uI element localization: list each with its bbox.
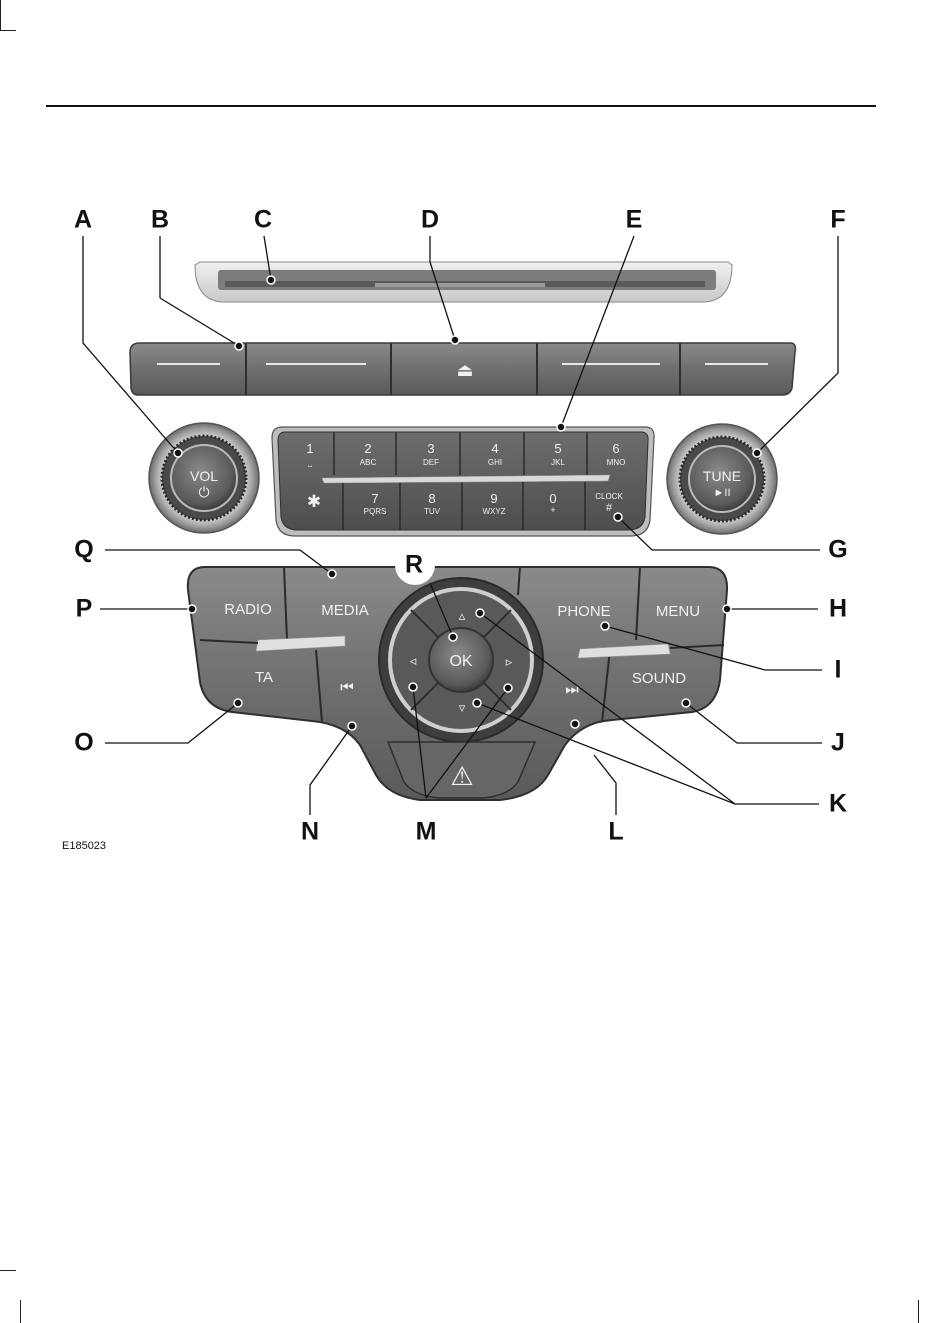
callout-n: N xyxy=(301,820,319,845)
key-6-letters: MNO xyxy=(607,458,626,467)
callout-o: O xyxy=(74,731,93,756)
nav-down-icon[interactable]: ▿ xyxy=(459,700,466,715)
volume-knob-label: VOL xyxy=(190,468,218,484)
ok-button[interactable]: OK xyxy=(449,653,472,670)
callout-f: F xyxy=(830,208,845,233)
callout-e: E xyxy=(626,208,643,233)
key-5-digit[interactable]: 5 xyxy=(554,441,561,456)
ta-button[interactable]: TA xyxy=(255,669,273,686)
key-7-digit[interactable]: 7 xyxy=(371,491,378,506)
callout-g: G xyxy=(828,538,847,563)
menu-button[interactable]: MENU xyxy=(656,603,700,620)
key-clock-label: CLOCK xyxy=(595,492,623,501)
media-button[interactable]: MEDIA xyxy=(321,602,369,619)
key-star[interactable]: ✱ xyxy=(307,492,321,511)
key-2-digit[interactable]: 2 xyxy=(364,441,371,456)
callout-c: C xyxy=(254,208,272,233)
key-9-letters: WXYZ xyxy=(482,507,505,516)
callout-b: B xyxy=(151,208,169,233)
callout-k: K xyxy=(829,792,847,817)
key-1-letters: ⎵ xyxy=(308,457,312,467)
callout-h: H xyxy=(829,597,847,622)
key-1-digit[interactable]: 1 xyxy=(306,441,313,456)
phone-button[interactable]: PHONE xyxy=(557,603,610,620)
callout-d: D xyxy=(421,208,439,233)
hazard-icon[interactable]: ⚠ xyxy=(450,761,473,791)
key-5-letters: JKL xyxy=(551,458,565,467)
main-control-cluster: ⚠ RADIO MEDIA PHONE MENU TA SOUND ⏮ ⏭ OK… xyxy=(188,567,727,800)
eject-icon[interactable]: ⏏ xyxy=(456,360,473,380)
nav-right-icon[interactable]: ▹ xyxy=(506,654,513,669)
key-7-letters: PQRS xyxy=(364,507,387,516)
cd-slot xyxy=(195,262,732,302)
key-8-letters: TUV xyxy=(424,507,441,516)
play-pause-icon: ►II xyxy=(714,487,731,499)
preset-strip: ⏏ xyxy=(130,343,795,395)
callout-l: L xyxy=(608,820,623,845)
nav-up-icon[interactable]: ▵ xyxy=(459,608,466,623)
key-4-letters: GHI xyxy=(488,458,502,467)
callout-a: A xyxy=(74,208,92,233)
callout-p: P xyxy=(76,597,93,622)
callout-q: Q xyxy=(74,538,93,563)
tune-knob[interactable]: TUNE ►II xyxy=(667,424,777,534)
keypad: 1 ⎵ 2 ABC 3 DEF 4 GHI 5 JKL 6 MNO ✱ 7 PQ… xyxy=(272,427,654,536)
callout-j: J xyxy=(831,731,845,756)
seek-back-icon[interactable]: ⏮ xyxy=(340,679,354,696)
nav-left-icon[interactable]: ◃ xyxy=(410,653,417,668)
power-icon: ⏻ xyxy=(198,484,209,500)
radio-button[interactable]: RADIO xyxy=(224,601,272,618)
key-0-letters: + xyxy=(550,505,555,515)
callout-m: M xyxy=(416,820,437,845)
key-2-letters: ABC xyxy=(360,458,377,467)
key-hash[interactable]: # xyxy=(606,502,613,514)
tune-knob-label: TUNE xyxy=(703,468,741,484)
callout-r: R xyxy=(405,553,423,578)
figure-code: E185023 xyxy=(62,840,106,852)
key-0-digit[interactable]: 0 xyxy=(549,491,556,506)
callout-i: I xyxy=(835,658,842,683)
key-4-digit[interactable]: 4 xyxy=(491,441,498,456)
key-6-digit[interactable]: 6 xyxy=(612,441,619,456)
key-8-digit[interactable]: 8 xyxy=(428,491,435,506)
seek-forward-icon[interactable]: ⏭ xyxy=(565,681,579,698)
key-3-digit[interactable]: 3 xyxy=(427,441,434,456)
key-9-digit[interactable]: 9 xyxy=(490,491,497,506)
sound-button[interactable]: SOUND xyxy=(632,670,686,687)
key-3-letters: DEF xyxy=(423,458,439,467)
